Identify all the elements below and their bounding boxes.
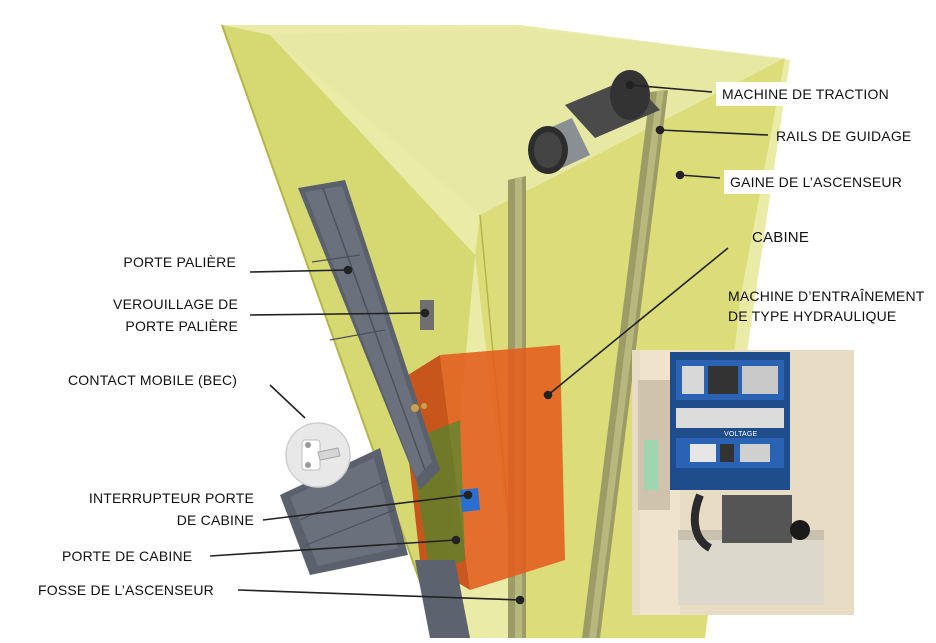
- leader-lines: [209, 80, 769, 605]
- label-cabine: CABINE: [752, 229, 810, 246]
- label-contact-mobile: CONTACT MOBILE (BEC): [68, 372, 238, 388]
- traction-machine: [528, 70, 660, 174]
- landing-door: [298, 180, 440, 490]
- label-fosse: FOSSE DE L’ASCENSEUR: [38, 582, 214, 598]
- label-machine-traction: MACHINE DE TRACTION: [716, 82, 895, 106]
- label-interrupteur-line2: DE CABINE: [176, 512, 254, 528]
- photo-panel-text: VOLTAGE: [724, 431, 758, 438]
- label-machine-hydraulique-line1: MACHINE D’ENTRAÎNEMENT: [728, 288, 925, 304]
- label-verrouillage-line1: VEROUILLAGE DE: [113, 296, 238, 312]
- label-porte-cabine: PORTE DE CABINE: [62, 548, 193, 564]
- label-porte-paliere: PORTE PALIÈRE: [123, 254, 236, 270]
- label-rails-guidage: RAILS DE GUIDAGE: [776, 128, 912, 144]
- label-interrupteur-line1: INTERRUPTEUR PORTE: [88, 490, 254, 506]
- mobile-contact-inset: [285, 422, 351, 488]
- label-machine-hydraulique-line2: DE TYPE HYDRAULIQUE: [728, 308, 897, 324]
- label-gaine: GAINE DE L’ASCENSEUR: [724, 170, 909, 194]
- label-verrouillage-line2: PORTE PALIÈRE: [125, 318, 238, 334]
- hydraulic-machine-photo: [632, 350, 854, 615]
